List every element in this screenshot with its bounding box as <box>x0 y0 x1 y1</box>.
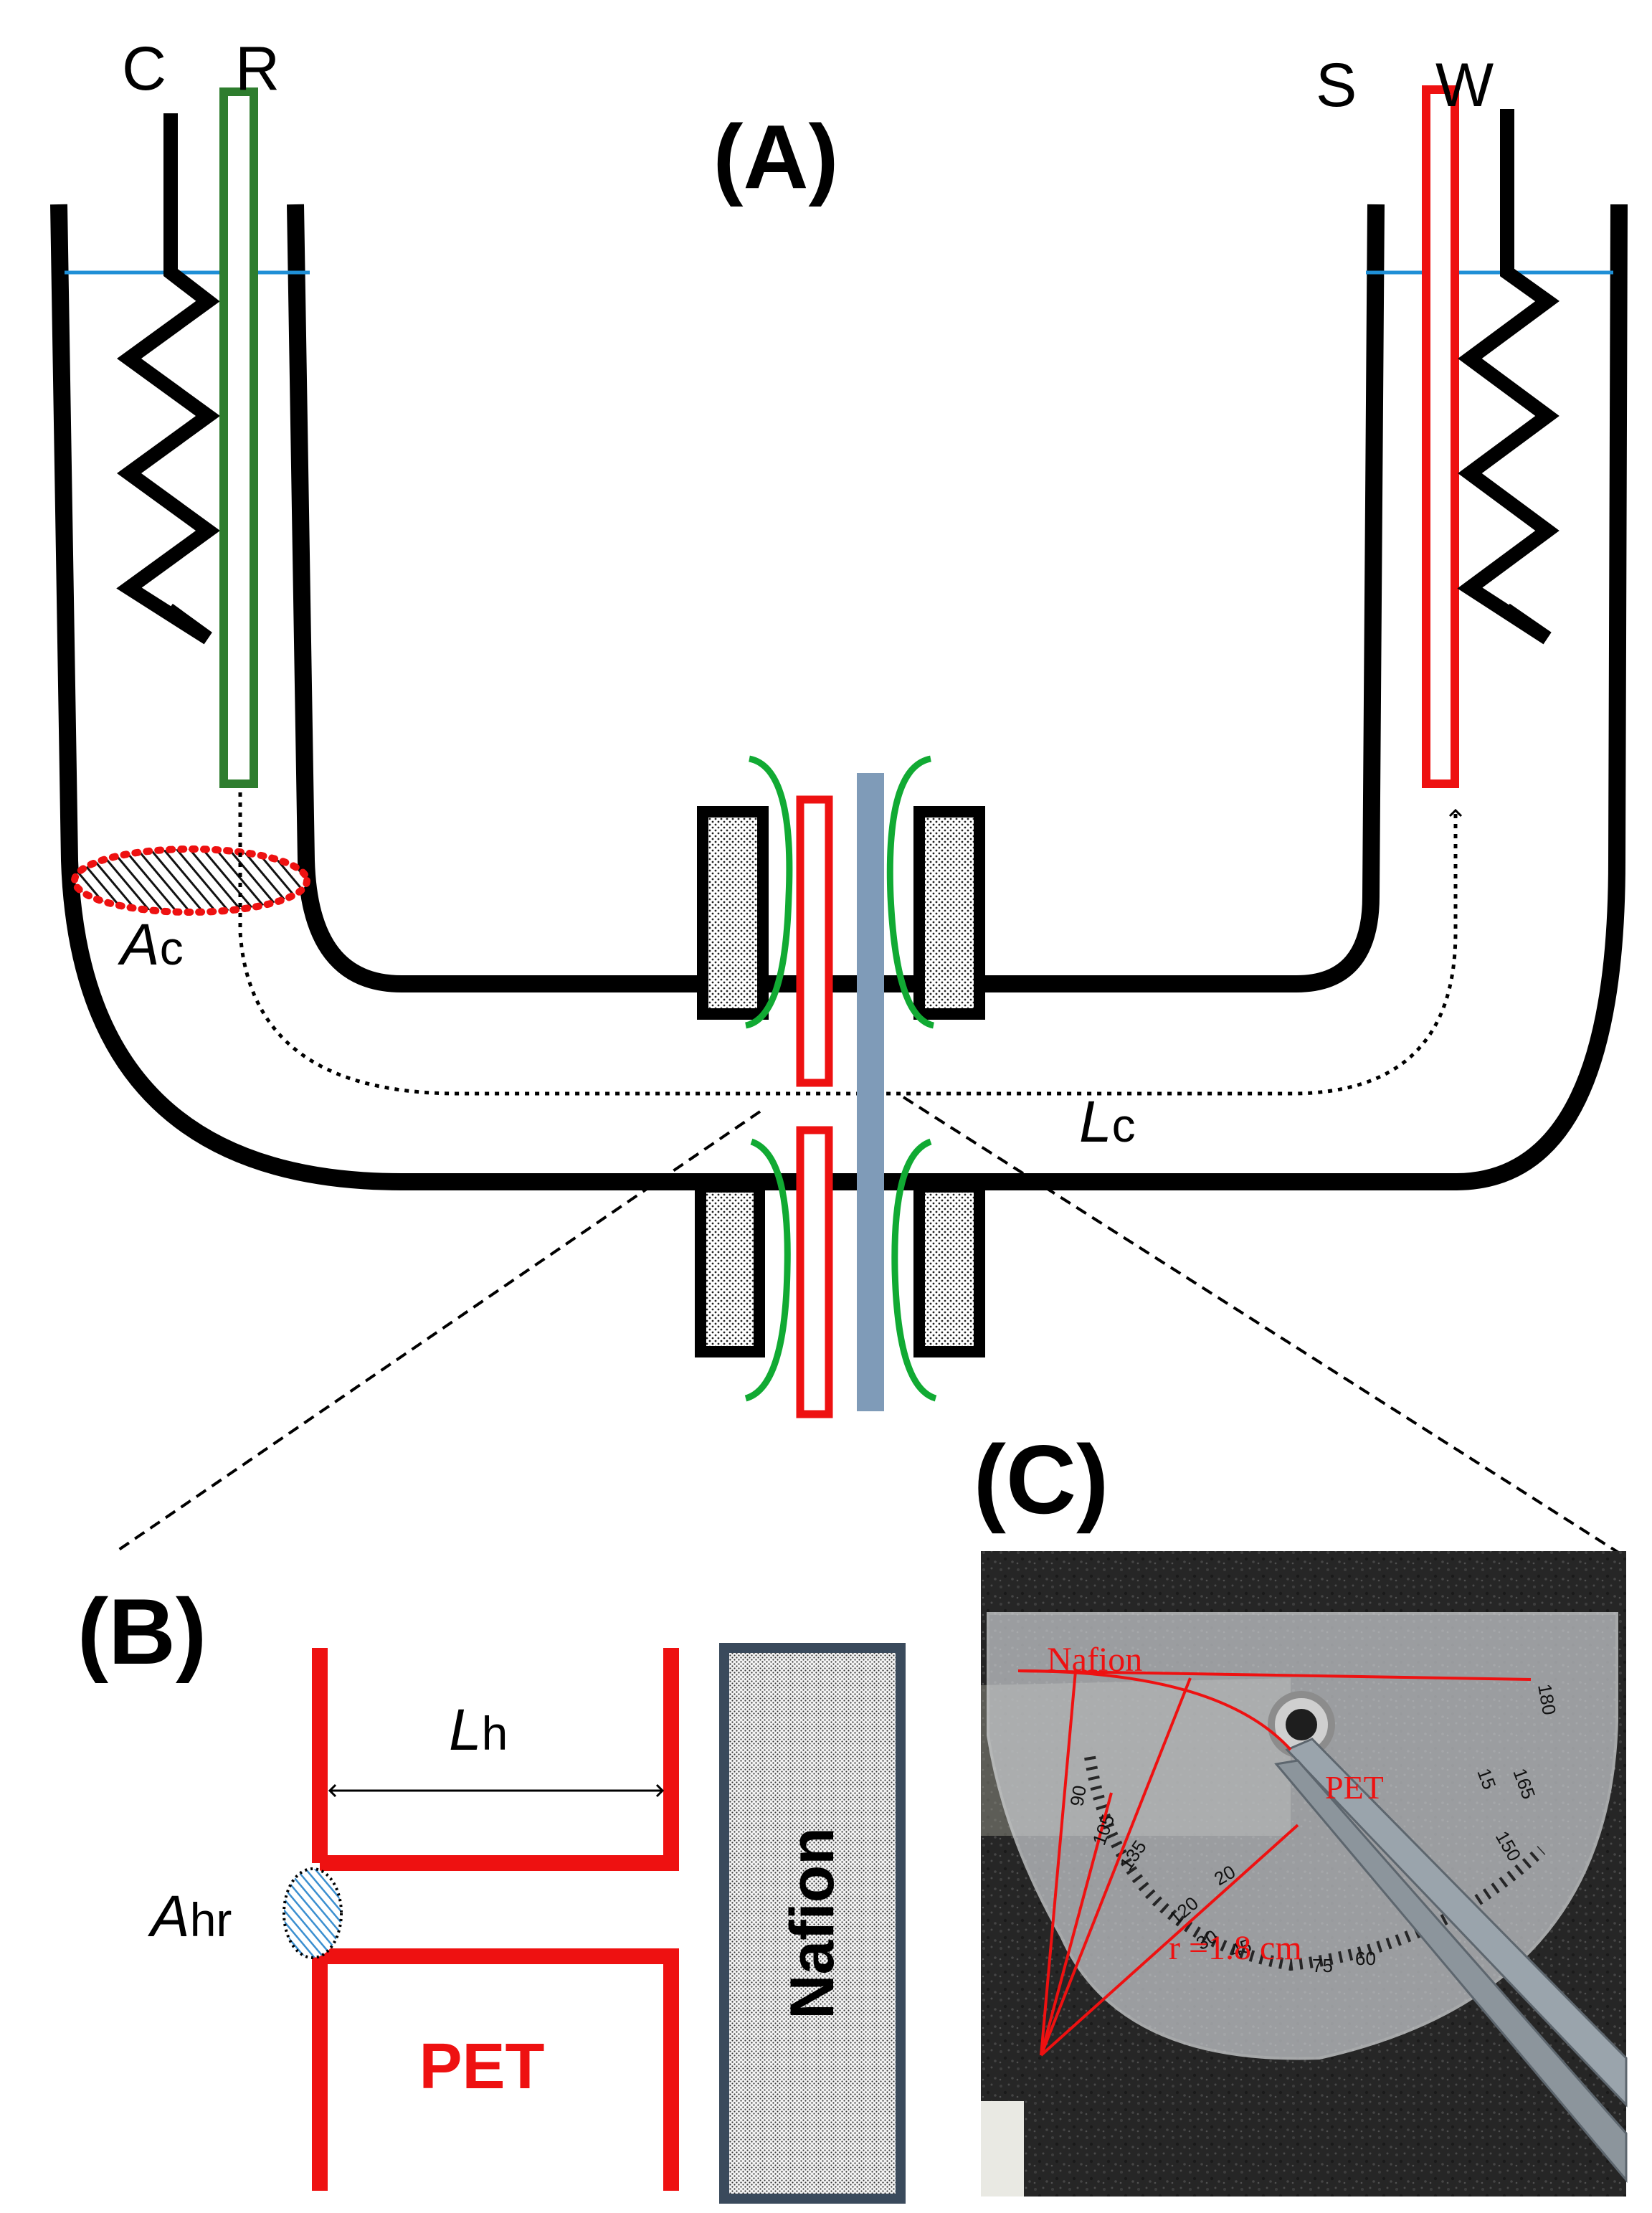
zoom-line-c <box>902 1096 1623 1556</box>
panel-a-label: (A) <box>713 106 839 207</box>
protractor-photo: 180 165 15 150 135 120 90 105 75 60 45 3… <box>981 1551 1628 2197</box>
cross-section-area-label: Ac <box>117 912 184 977</box>
photo-radius-label: r =1.8 cm <box>1169 1929 1302 1967</box>
panel-b-label: (B) <box>77 1579 206 1684</box>
counter-electrode-label: C <box>122 34 166 103</box>
protractor-tick-label: 75 <box>1312 1955 1333 1976</box>
hole-lower-edge <box>320 1948 679 2191</box>
membrane-assembly <box>695 755 985 1418</box>
clamp-lower-left <box>695 1181 765 1357</box>
clamp-lower-right <box>913 1181 985 1357</box>
annotation-line-radius-3 <box>1040 1824 1299 2057</box>
clamp-upper-left <box>697 806 769 1020</box>
reference-electrode-label: R <box>235 34 280 103</box>
clamp-upper-right <box>913 806 985 1020</box>
panel-c-label: (C) <box>974 1425 1109 1534</box>
cell-outer-wall <box>50 204 1628 1190</box>
protractor-tick-arc <box>1084 1755 1546 1971</box>
photo-bottom-block <box>981 2101 1024 2197</box>
annotation-line-radius-1 <box>1040 1670 1077 2056</box>
nafion-block <box>719 1643 906 2204</box>
working-electrode <box>1422 85 1459 788</box>
channel-length-label: Lc <box>1079 1089 1136 1155</box>
pet-label: PET <box>419 2031 544 2103</box>
annotation-line-horizontal <box>1017 1669 1532 1681</box>
current-path <box>238 792 1463 1096</box>
protractor-tick-label: 180 <box>1534 1682 1560 1717</box>
hole-upper-edge <box>320 1648 679 1871</box>
tweezers-arm-2 <box>1274 1759 1628 2184</box>
photo-nafion-label: Nafion <box>1047 1641 1142 1679</box>
protractor-tick-label: 60 <box>1355 1948 1376 1969</box>
gasket-upper-right <box>886 755 935 1029</box>
pet-membrane-upper <box>796 795 833 1087</box>
cross-section-ellipse <box>71 845 310 916</box>
gasket-upper-left <box>744 755 793 1029</box>
cell-inner-wall <box>287 204 1385 992</box>
u-cell <box>50 204 1628 1190</box>
sense-electrode <box>1457 109 1560 645</box>
reference-electrode <box>219 87 258 788</box>
protractor-eyelet-hole <box>1286 1709 1317 1740</box>
annotation-line-radius-4 <box>1040 1792 1113 2056</box>
working-electrode-label: W <box>1435 51 1494 120</box>
counter-electrode <box>116 113 221 645</box>
annotation-line-radius-2 <box>1040 1677 1192 2056</box>
hole-area-ellipse <box>283 1867 343 1959</box>
sense-electrode-label: S <box>1316 51 1357 120</box>
tweezers-arm-1 <box>1285 1738 1628 2108</box>
pet-membrane-lower <box>796 1126 833 1418</box>
gasket-lower-left <box>744 1138 791 1402</box>
hole-area-label: Ahr <box>147 1884 232 1949</box>
protractor-tick-label: 90 <box>1065 1783 1091 1808</box>
hole-detail <box>283 1643 906 2204</box>
nafion-label: Nafion <box>778 1827 847 2019</box>
nafion-bar <box>857 773 884 1411</box>
photo-pet-label: PET <box>1325 1769 1384 1806</box>
gasket-lower-right <box>891 1138 937 1402</box>
hole-length-label: Lh <box>449 1697 508 1763</box>
